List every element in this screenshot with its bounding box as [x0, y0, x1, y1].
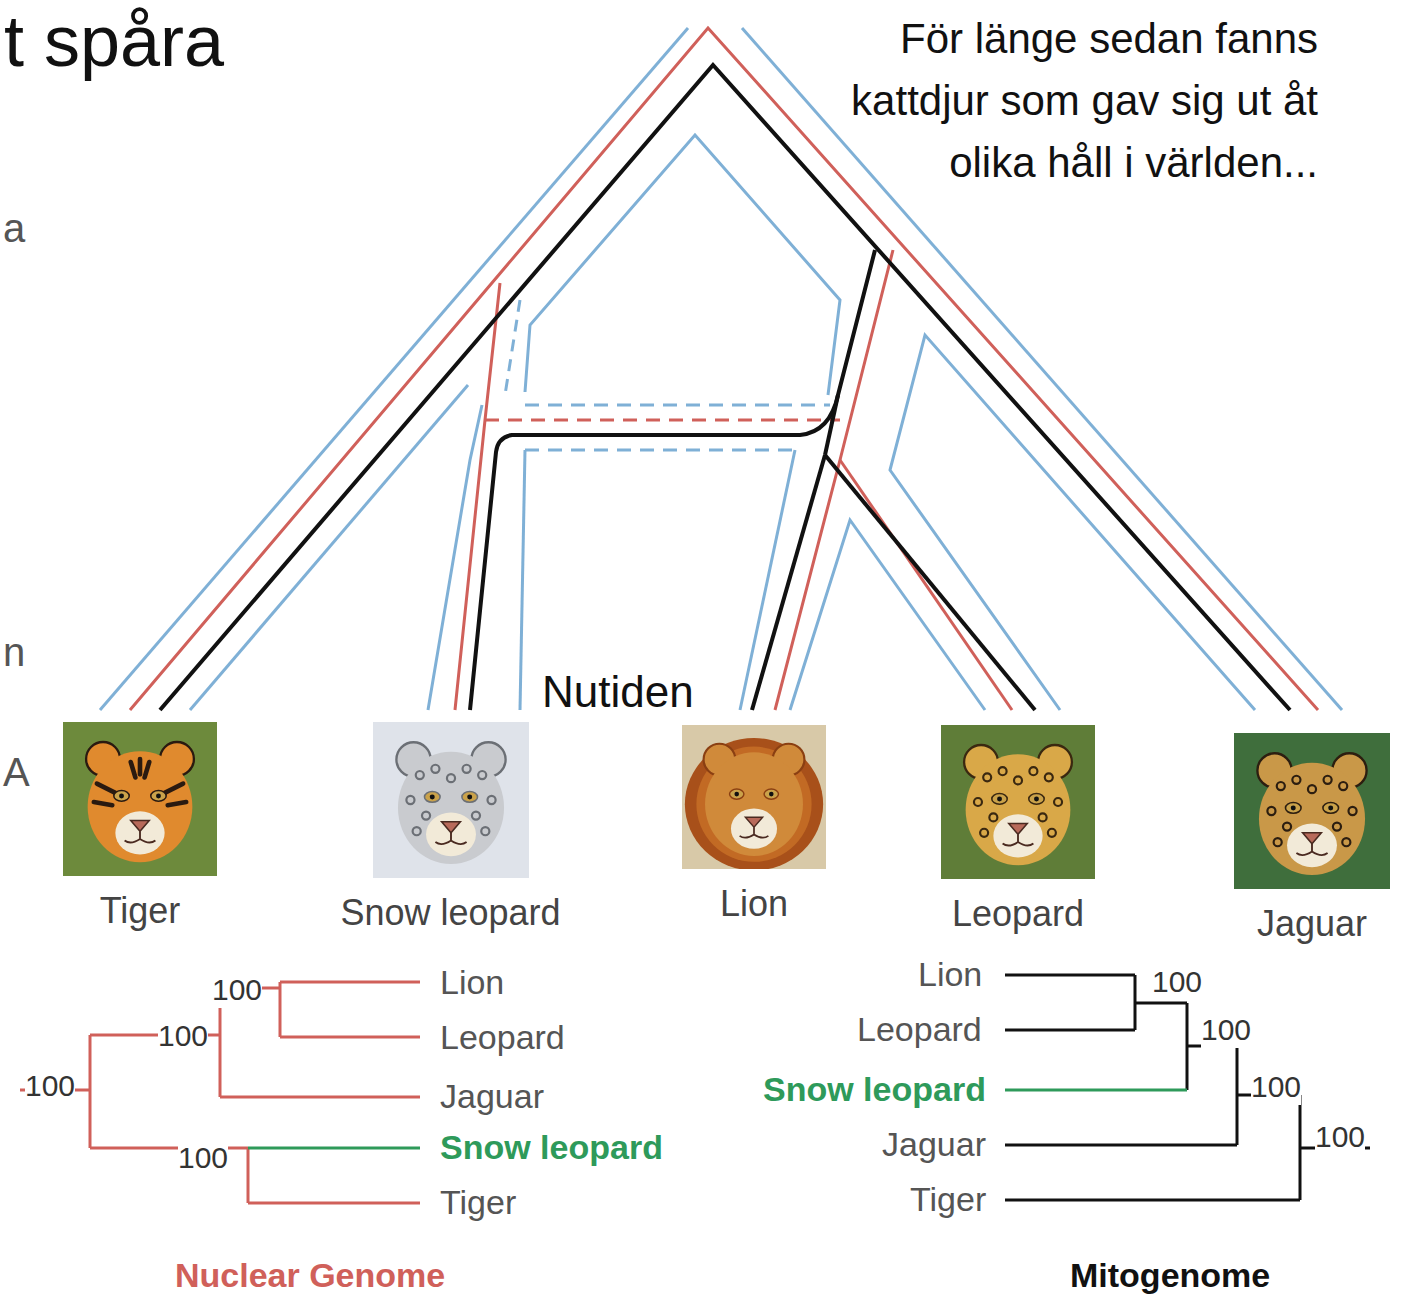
tree-label: a: [3, 205, 25, 251]
tree-label: Snow leopard: [763, 1070, 986, 1109]
support-value: 100: [178, 1141, 228, 1176]
support-value: 100: [1315, 1120, 1365, 1155]
animal-label: Leopard: [941, 893, 1095, 935]
tree-label: Leopard: [440, 1018, 565, 1057]
support-value: 100: [25, 1069, 75, 1104]
animal-node: Jaguar: [1234, 733, 1390, 945]
page-title: t spåra: [4, 0, 224, 83]
animal-node: Tiger: [63, 722, 217, 932]
animal-label: Jaguar: [1234, 903, 1390, 945]
tree-label: Jaguar: [440, 1077, 544, 1116]
tree-label: Lion: [918, 955, 982, 994]
tree-label: Lion: [440, 963, 504, 1002]
animal-photo: [373, 722, 529, 878]
support-value: 100: [1152, 965, 1202, 1000]
animal-label: Lion: [682, 883, 826, 925]
tree-label: Tiger: [910, 1180, 986, 1219]
animal-node: Leopard: [941, 725, 1095, 935]
tree-label: A: [3, 749, 30, 795]
tree-label: Jaguar: [882, 1125, 986, 1164]
animal-label: Snow leopard: [336, 892, 565, 934]
support-value: 100: [158, 1019, 208, 1054]
animal-photo: [63, 722, 217, 876]
support-value: 100: [1251, 1070, 1301, 1105]
tree-label: Nuclear Genome: [175, 1256, 445, 1295]
story-note: För länge sedan fanns kattdjur som gav s…: [848, 8, 1318, 194]
animal-node: Lion: [682, 725, 826, 925]
support-value: 100: [212, 973, 262, 1008]
animal-photo: [1234, 733, 1390, 889]
animal-photo: [941, 725, 1095, 879]
animal-photo: [682, 725, 826, 869]
animal-label: Tiger: [63, 890, 217, 932]
tree-label: Mitogenome: [1070, 1256, 1270, 1295]
tree-label: Tiger: [440, 1183, 516, 1222]
animal-node: Snow leopard: [336, 722, 565, 934]
support-value: 100: [1201, 1013, 1251, 1048]
tree-label: Nutiden: [542, 667, 694, 718]
tree-label: Leopard: [857, 1010, 982, 1049]
tree-label: n: [3, 629, 25, 675]
tree-label: Snow leopard: [440, 1128, 663, 1167]
